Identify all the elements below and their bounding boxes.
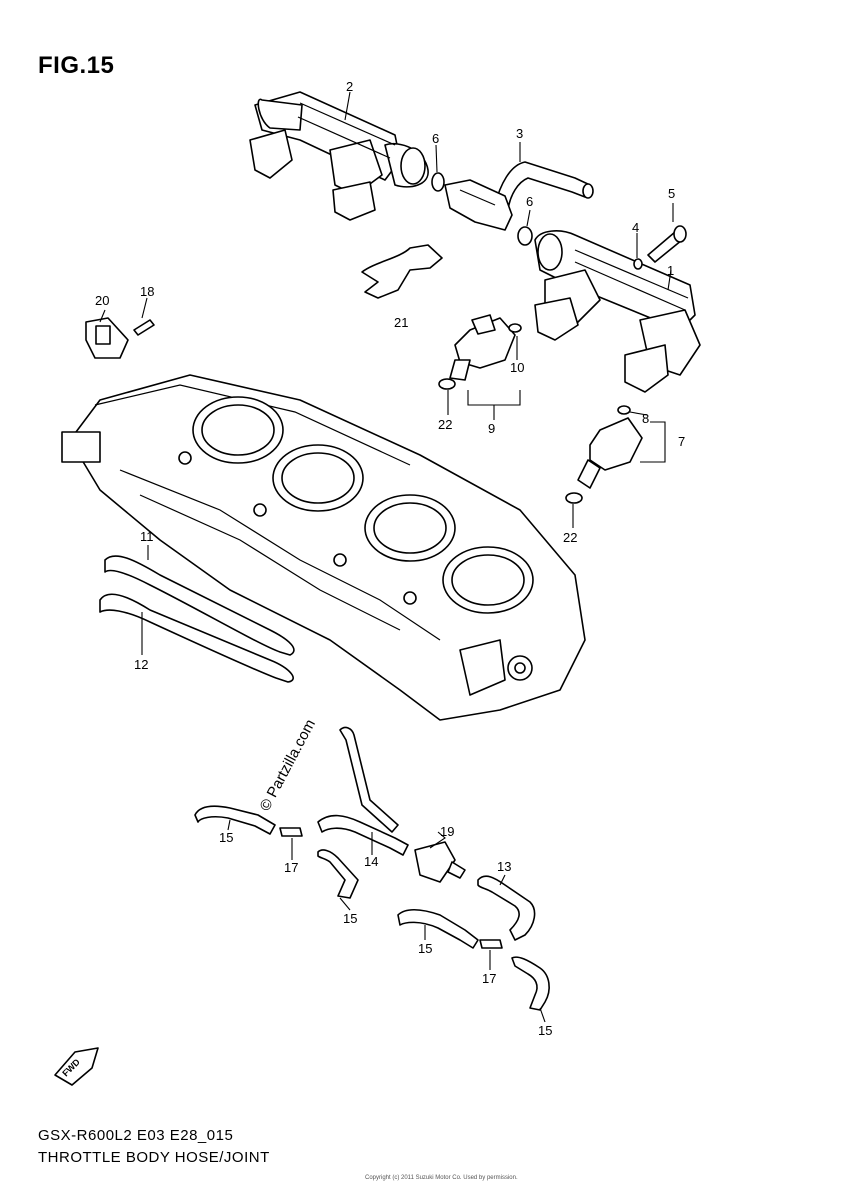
leader-lines [99, 91, 674, 1023]
hose-15d [511, 956, 550, 1011]
callout-numbers: 1 2 3 4 5 6 6 7 8 9 10 11 12 13 14 15 15… [95, 79, 685, 1038]
fuel-delivery-pipe-upper [249, 91, 429, 221]
callout-label: 15 [343, 911, 357, 926]
callout-label: 19 [440, 824, 454, 839]
copyright-notice: Copyright (c) 2011 Suzuki Motor Co. Used… [365, 1175, 518, 1181]
callout-label: 6 [432, 131, 439, 146]
joint-17a [279, 827, 303, 837]
callout-label: 18 [140, 284, 154, 299]
fuel-hose [494, 161, 594, 211]
hose-vertical [339, 726, 399, 833]
o-ring-lower [517, 226, 533, 246]
hose-11 [104, 555, 295, 656]
callout-label: 17 [482, 971, 496, 986]
o-ring-upper [431, 172, 445, 192]
callout-label: 2 [346, 79, 353, 94]
callout-label: 20 [95, 293, 109, 308]
bolt [647, 225, 687, 263]
diagram-name: THROTTLE BODY HOSE/JOINT [38, 1149, 270, 1166]
callout-label: 5 [668, 186, 675, 201]
connector-joint [444, 179, 513, 231]
joint-17b [479, 939, 503, 949]
throttle-body-assembly [61, 374, 586, 721]
callout-label: 22 [438, 417, 452, 432]
callout-label: 12 [134, 657, 148, 672]
callout-label: 15 [219, 830, 233, 845]
clamp [361, 244, 443, 299]
valve-19 [414, 841, 466, 883]
fwd-arrow-icon: FWD [54, 1047, 99, 1086]
callout-label: 8 [642, 411, 649, 426]
callout-label: 14 [364, 854, 378, 869]
callout-label: 7 [678, 434, 685, 449]
callout-label: 9 [488, 421, 495, 436]
hose-15c [397, 908, 479, 949]
callout-label: 6 [526, 194, 533, 209]
hose-14 [317, 814, 409, 856]
fuel-injector-right [565, 405, 643, 504]
diagram-code: GSX-R600L2 E03 E28_015 [38, 1127, 234, 1144]
screw [133, 319, 155, 336]
callout-label: 3 [516, 126, 523, 141]
callout-label: 4 [632, 220, 639, 235]
callout-label: 10 [510, 360, 524, 375]
callout-label: 15 [418, 941, 432, 956]
callout-label: 13 [497, 859, 511, 874]
callout-label: 1 [667, 263, 674, 278]
hose-12 [99, 593, 294, 683]
sensor [85, 317, 129, 359]
hose-15b [317, 849, 359, 899]
watermark: © Partzilla.com [257, 717, 319, 814]
callout-label: 15 [538, 1023, 552, 1038]
fuel-delivery-pipe-lower [534, 230, 701, 393]
callout-label: 11 [140, 529, 154, 544]
washer [633, 258, 643, 270]
callout-label: 17 [284, 860, 298, 875]
hose-15a [194, 805, 276, 835]
figure-title: FIG.15 [38, 52, 115, 79]
callout-label: 21 [394, 315, 408, 330]
hose-13 [477, 875, 536, 941]
fuel-injector-center [438, 314, 522, 390]
callout-label: 22 [563, 530, 577, 545]
